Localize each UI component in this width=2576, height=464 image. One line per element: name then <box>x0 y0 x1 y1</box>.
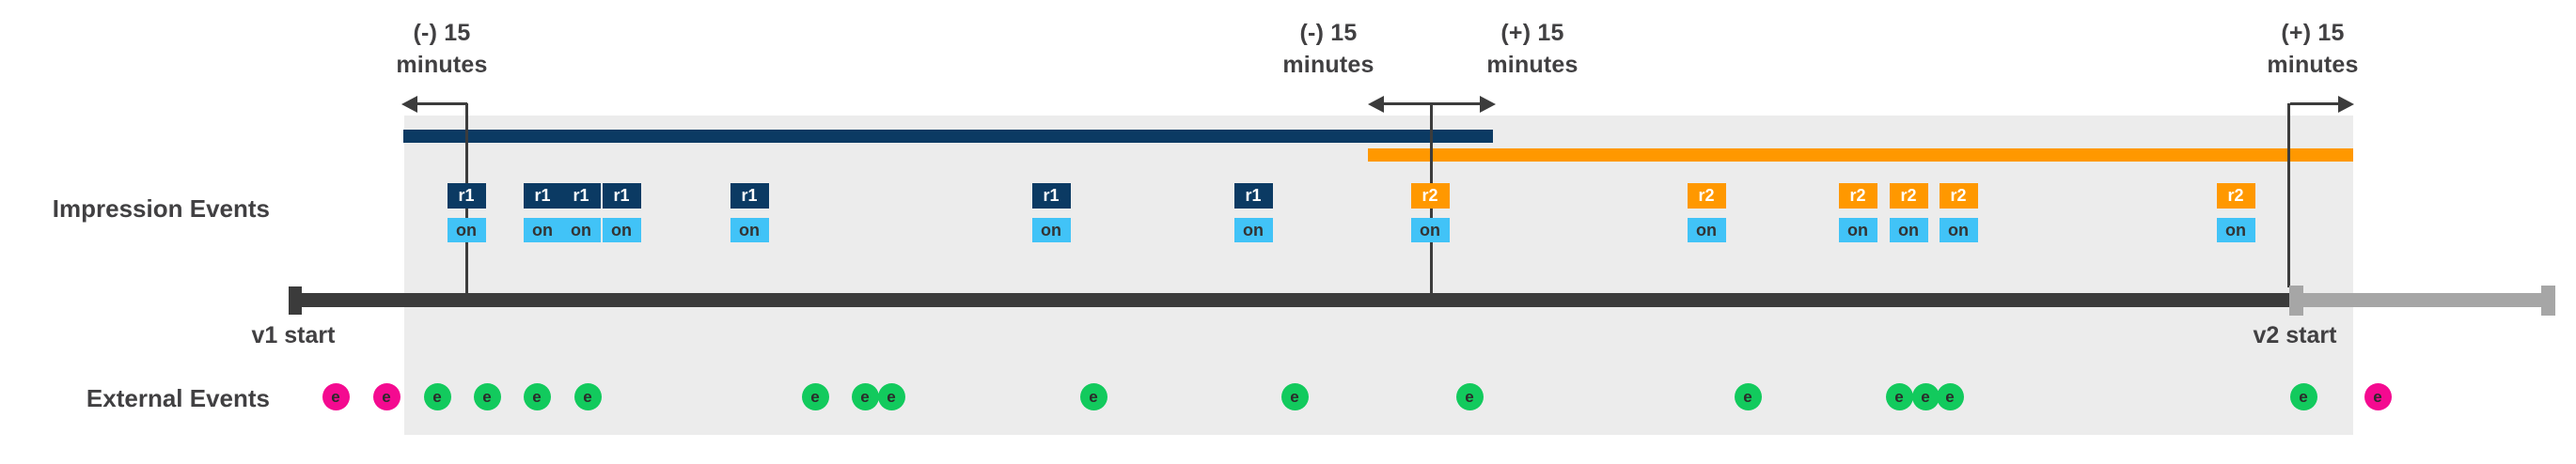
v1-campaign-bar <box>403 130 1493 143</box>
external-event-green-7: e <box>851 383 879 410</box>
v2-start-label: v2 start <box>2253 322 2337 348</box>
impression-event-on-box-12: on <box>2216 218 2255 242</box>
annotation-minus15-left: (-) 15 minutes <box>338 17 545 81</box>
external-event-green-11: e <box>1455 383 1484 410</box>
v1-start-label: v1 start <box>251 322 336 348</box>
impression-event-r2-box-8: r2 <box>1687 183 1726 209</box>
annotation-minus15-left-line2: minutes <box>396 52 488 78</box>
external-event-green-10: e <box>1280 383 1309 410</box>
external-event-green-12: e <box>1734 383 1762 410</box>
impression-event-on-box-2: on <box>561 218 601 242</box>
annotation-minus15-left-line1: (-) 15 <box>413 20 471 46</box>
impression-event-on-box-10: on <box>1889 218 1928 242</box>
external-event-green-4: e <box>523 383 551 410</box>
guide-line-v2-start <box>2287 103 2290 287</box>
annotation-plus15-right: (+) 15 minutes <box>2209 17 2416 81</box>
plus15-right-arrow-line <box>2290 102 2339 105</box>
impression-event-r1-box-1: r1 <box>523 183 562 209</box>
shaded-window-panel <box>404 116 2353 435</box>
impression-event-on-box-7: on <box>1410 218 1450 242</box>
external-event-magenta-1: e <box>372 383 401 410</box>
annotation-plus15-right-line1: (+) 15 <box>2281 20 2345 46</box>
impression-event-on-box-9: on <box>1838 218 1877 242</box>
external-event-green-16: e <box>2289 383 2317 410</box>
impression-event-on-box-11: on <box>1939 218 1978 242</box>
annotation-plus15-mid-line1: (+) 15 <box>1500 20 1564 46</box>
external-event-green-5: e <box>573 383 602 410</box>
impression-event-r1-box-5: r1 <box>1031 183 1071 209</box>
transition-left-arrowhead-icon <box>1368 96 1384 113</box>
impression-event-r2-box-10: r2 <box>1889 183 1928 209</box>
annotation-minus15-mid-line1: (-) 15 <box>1299 20 1358 46</box>
external-event-green-3: e <box>473 383 501 410</box>
annotation-plus15-mid-line2: minutes <box>1486 52 1579 78</box>
impression-event-r2-box-12: r2 <box>2216 183 2255 209</box>
impression-event-on-box-6: on <box>1233 218 1273 242</box>
external-event-green-13: e <box>1885 383 1913 410</box>
annotation-minus15-mid-line2: minutes <box>1282 52 1374 78</box>
external-event-green-9: e <box>1079 383 1107 410</box>
impression-event-on-box-8: on <box>1687 218 1726 242</box>
minus15-left-arrowhead-icon <box>401 96 417 113</box>
impression-event-r1-box-3: r1 <box>602 183 641 209</box>
external-event-green-15: e <box>1936 383 1964 410</box>
external-events-row-label: External Events <box>86 384 270 412</box>
impression-event-on-box-3: on <box>602 218 641 242</box>
impression-event-r1-box-4: r1 <box>730 183 769 209</box>
impression-event-on-box-0: on <box>447 218 486 242</box>
external-event-green-8: e <box>877 383 905 410</box>
impression-event-on-box-1: on <box>523 218 562 242</box>
impression-event-r1-box-6: r1 <box>1233 183 1273 209</box>
annotation-plus15-mid: (+) 15 minutes <box>1429 17 1636 81</box>
annotation-minus15-mid: (-) 15 minutes <box>1225 17 1432 81</box>
v1-timeline-bar <box>289 293 2291 307</box>
v2-end-cap <box>2541 286 2555 316</box>
v1-start-cap <box>289 286 302 315</box>
minus15-left-arrow-line <box>414 102 467 105</box>
impression-event-r2-box-7: r2 <box>1410 183 1450 209</box>
impression-event-r2-box-9: r2 <box>1838 183 1877 209</box>
v2-start-cap <box>2289 286 2303 316</box>
external-event-magenta-17: e <box>2364 383 2392 410</box>
transition-arrow-line <box>1380 102 1484 105</box>
external-event-green-14: e <box>1911 383 1940 410</box>
impression-events-row-label: Impression Events <box>52 194 270 223</box>
external-event-green-2: e <box>423 383 451 410</box>
impression-event-on-box-4: on <box>730 218 769 242</box>
impression-event-on-box-5: on <box>1031 218 1071 242</box>
external-event-magenta-0: e <box>322 383 350 410</box>
v2-timeline-bar <box>2291 293 2555 307</box>
external-event-green-6: e <box>801 383 829 410</box>
impression-event-r1-box-2: r1 <box>561 183 601 209</box>
transition-right-arrowhead-icon <box>1480 96 1496 113</box>
v2-campaign-bar <box>1368 148 2353 162</box>
annotation-plus15-right-line2: minutes <box>2267 52 2359 78</box>
impression-event-r2-box-11: r2 <box>1939 183 1978 209</box>
impression-event-r1-box-0: r1 <box>447 183 486 209</box>
plus15-right-arrowhead-icon <box>2338 96 2354 113</box>
